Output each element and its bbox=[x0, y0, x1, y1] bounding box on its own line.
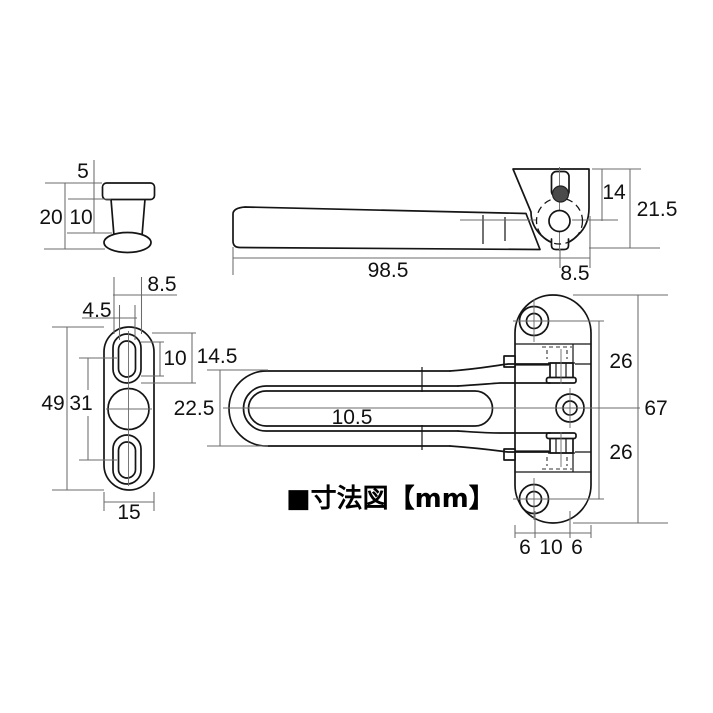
dim-plate-slot-outer-width: 8.5 bbox=[147, 273, 176, 296]
hinge-tab-bottom bbox=[503, 448, 516, 461]
dim-plate-slot-outer-height: 14.5 bbox=[197, 345, 238, 368]
lock-pin-circle bbox=[551, 185, 570, 203]
lever-side-view: 98.5 8.5 14 21.5 bbox=[232, 167, 678, 285]
hidden-lines-bottom bbox=[542, 457, 572, 470]
dim-plate-width: 15 bbox=[117, 501, 140, 524]
bar-inner-rim bbox=[242, 385, 459, 432]
dim-plate-slot-spacing: 31 bbox=[69, 392, 92, 415]
mounting-plate-front-view: 8.5 4.5 10 14.5 49 31 15 bbox=[41, 273, 237, 524]
dim-knob-total-height: 20 bbox=[39, 206, 62, 229]
dim-body-right-edge: 6 bbox=[571, 536, 583, 559]
dim-lever-head-height: 21.5 bbox=[637, 198, 678, 221]
plate-bottom-slot-inner bbox=[117, 441, 137, 479]
hidden-lines-top bbox=[542, 346, 572, 359]
knob-base-ellipse bbox=[103, 231, 152, 254]
dim-plate-total-height: 49 bbox=[41, 392, 64, 415]
pivot-center-hole bbox=[548, 209, 571, 233]
dim-body-left-edge: 6 bbox=[519, 536, 531, 559]
plate-centerlines bbox=[106, 331, 152, 486]
pivot-nut-top-threads bbox=[548, 362, 575, 379]
dim-knob-stem-height: 10 bbox=[69, 206, 92, 229]
body-plate bbox=[514, 294, 592, 524]
plate-outline bbox=[103, 326, 155, 491]
dim-knob-cap-height: 5 bbox=[77, 160, 89, 183]
dim-line bbox=[232, 168, 660, 275]
bar-arm-top bbox=[449, 363, 551, 387]
swing-bar-front-view: 22.5 10.5 bbox=[174, 363, 640, 453]
dim-plate-slot-inner-height: 10 bbox=[163, 347, 186, 370]
knob-cap bbox=[101, 182, 156, 201]
dim-bar-height: 22.5 bbox=[174, 397, 215, 420]
body-dimensions: 26 26 67 6 10 6 bbox=[513, 294, 668, 559]
dim-line bbox=[44, 160, 112, 250]
dim-lever-top-to-center: 14 bbox=[602, 181, 626, 204]
pivot-nut-bottom-threads bbox=[548, 437, 575, 454]
dim-body-lower-hole-spacing: 26 bbox=[609, 441, 632, 464]
dim-bar-opening-height: 10.5 bbox=[332, 406, 373, 429]
dim-body-total-height: 67 bbox=[644, 397, 667, 420]
lever-centerline bbox=[460, 167, 618, 251]
bar-arm-bottom bbox=[449, 430, 551, 453]
hinge-bracket-top bbox=[515, 343, 591, 366]
dim-line bbox=[207, 369, 268, 447]
body-front-view bbox=[503, 294, 592, 524]
pivot-nut-top bbox=[549, 362, 574, 380]
knob-stem bbox=[110, 198, 146, 237]
dim-body-hole-spacing: 10 bbox=[539, 536, 562, 559]
dim-line bbox=[513, 294, 668, 538]
plate-top-slot-inner bbox=[117, 340, 137, 378]
knob-side-view: 5 20 10 bbox=[39, 160, 156, 254]
dim-line bbox=[52, 277, 196, 511]
dim-lever-arm-length: 98.5 bbox=[368, 259, 409, 282]
hinge-tab-top bbox=[503, 355, 516, 368]
dim-plate-slot-inner-width: 4.5 bbox=[82, 299, 111, 322]
lever-arm bbox=[232, 206, 541, 251]
hinge-bracket-bottom bbox=[515, 450, 591, 473]
dim-lever-center-to-edge: 8.5 bbox=[560, 262, 589, 285]
bar-outer bbox=[228, 370, 451, 447]
bar-opening bbox=[247, 390, 494, 427]
dim-body-upper-hole-spacing: 26 bbox=[609, 350, 632, 373]
caption-dimension-figure: ■寸法図【mm】 bbox=[286, 484, 495, 514]
pivot-nut-bottom bbox=[549, 436, 574, 454]
